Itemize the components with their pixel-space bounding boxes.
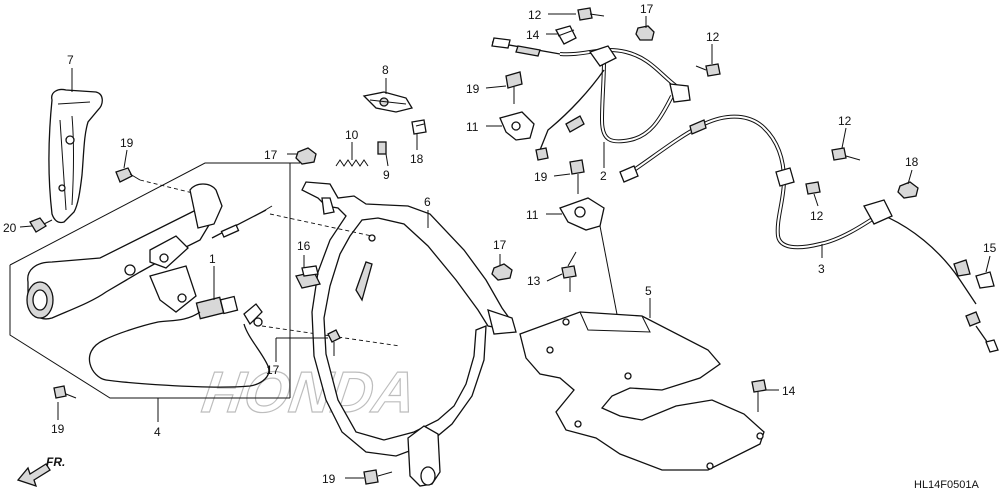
- callout-12-d: 12: [810, 209, 824, 223]
- callout-10: 10: [345, 128, 359, 142]
- callout-9: 9: [383, 168, 390, 182]
- bolt-part-20: [29, 217, 53, 233]
- callout-14-a: 14: [526, 28, 540, 42]
- callout-19-b: 19: [51, 422, 65, 436]
- callout-12-c: 12: [838, 114, 852, 128]
- callout-8: 8: [382, 63, 389, 77]
- bolt-part-12-right: [695, 63, 721, 77]
- cover-part-7: [48, 88, 103, 224]
- callout-17-d: 18: [905, 155, 919, 169]
- clip-part-16: [327, 329, 341, 356]
- callout-7: 7: [67, 53, 74, 67]
- bolt-part-19-bottom: [363, 469, 393, 485]
- callout-12-b: 12: [706, 30, 720, 44]
- diagram-code: HL14F0501A: [914, 479, 979, 491]
- callout-13-a: 13: [527, 274, 541, 288]
- callout-12-a: 12: [528, 8, 542, 22]
- callout-19-a: 19: [120, 136, 134, 150]
- callout-17-c: 17: [640, 2, 654, 16]
- callout-4: 4: [154, 425, 161, 439]
- front-direction-label: FR.: [46, 455, 65, 469]
- callout-labels: 7 20 19 1 4 19 17 16 17 10 8 9 18 6 17 1…: [3, 2, 997, 486]
- bolt-part-19-top: [505, 71, 523, 104]
- callout-18: 18: [410, 152, 424, 166]
- assembly-4-frame: [9, 162, 300, 399]
- plate-part-5: [519, 311, 765, 471]
- honda-watermark: HONDA: [198, 360, 420, 425]
- nut-part-17-middle: [491, 263, 513, 281]
- callout-16: 17: [266, 363, 280, 377]
- callout-5: 5: [645, 284, 652, 298]
- callout-17-b: 17: [493, 238, 507, 252]
- callout-19-e: 19: [534, 170, 548, 184]
- bolt-part-12-top: [577, 7, 605, 21]
- bracket-part-14-upper: [555, 25, 577, 45]
- bolt-part-19-right: [569, 159, 585, 194]
- bolt-part-13-left: [561, 265, 577, 292]
- plug-part-9: [377, 141, 387, 155]
- callout-6: 6: [424, 195, 431, 209]
- callout-20: 20: [3, 221, 17, 235]
- clip-part-15: [295, 265, 321, 289]
- cable-part-3: [619, 114, 999, 353]
- clip-part-18: [411, 119, 427, 135]
- callout-2: 2: [600, 169, 607, 183]
- callout-15: 16: [297, 239, 311, 253]
- bracket-part-14-right: [975, 271, 995, 289]
- callout-3: 3: [818, 262, 825, 276]
- callout-11-b: 11: [526, 208, 539, 222]
- bracket-part-6: [269, 181, 517, 487]
- bolt-part-19-lower-left: [53, 385, 77, 399]
- callout-19-d: 19: [466, 82, 480, 96]
- nut-part-17-top: [635, 25, 655, 41]
- spring-part-10: [335, 159, 369, 167]
- front-direction-indicator: FR.: [16, 455, 65, 488]
- switch-harness-part-1: [88, 295, 401, 388]
- nut-part-17-right: [897, 181, 919, 199]
- callout-1: 1: [209, 252, 216, 266]
- callout-13-b: 14: [782, 384, 796, 398]
- nut-part-17-left: [295, 147, 317, 165]
- bolt-part-13-right: [751, 379, 767, 412]
- callout-17-a: 17: [264, 148, 278, 162]
- bracket-part-11-lower: [559, 197, 621, 331]
- clamp-part-8: [362, 91, 414, 113]
- callout-19-c: 19: [322, 472, 336, 486]
- bolt-part-12-mid-right: [805, 181, 821, 195]
- cable-part-2: [491, 37, 691, 161]
- front-arrow-icon: [16, 463, 51, 488]
- brake-lever-part-4: [26, 183, 273, 320]
- callout-14-b: 15: [983, 241, 997, 255]
- callout-11-a: 11: [466, 120, 479, 134]
- bolt-part-19-upper-left: [115, 167, 206, 197]
- bracket-part-11-upper: [499, 111, 535, 141]
- leader-lines: [19, 13, 991, 479]
- bolt-part-12-far-right: [831, 147, 861, 161]
